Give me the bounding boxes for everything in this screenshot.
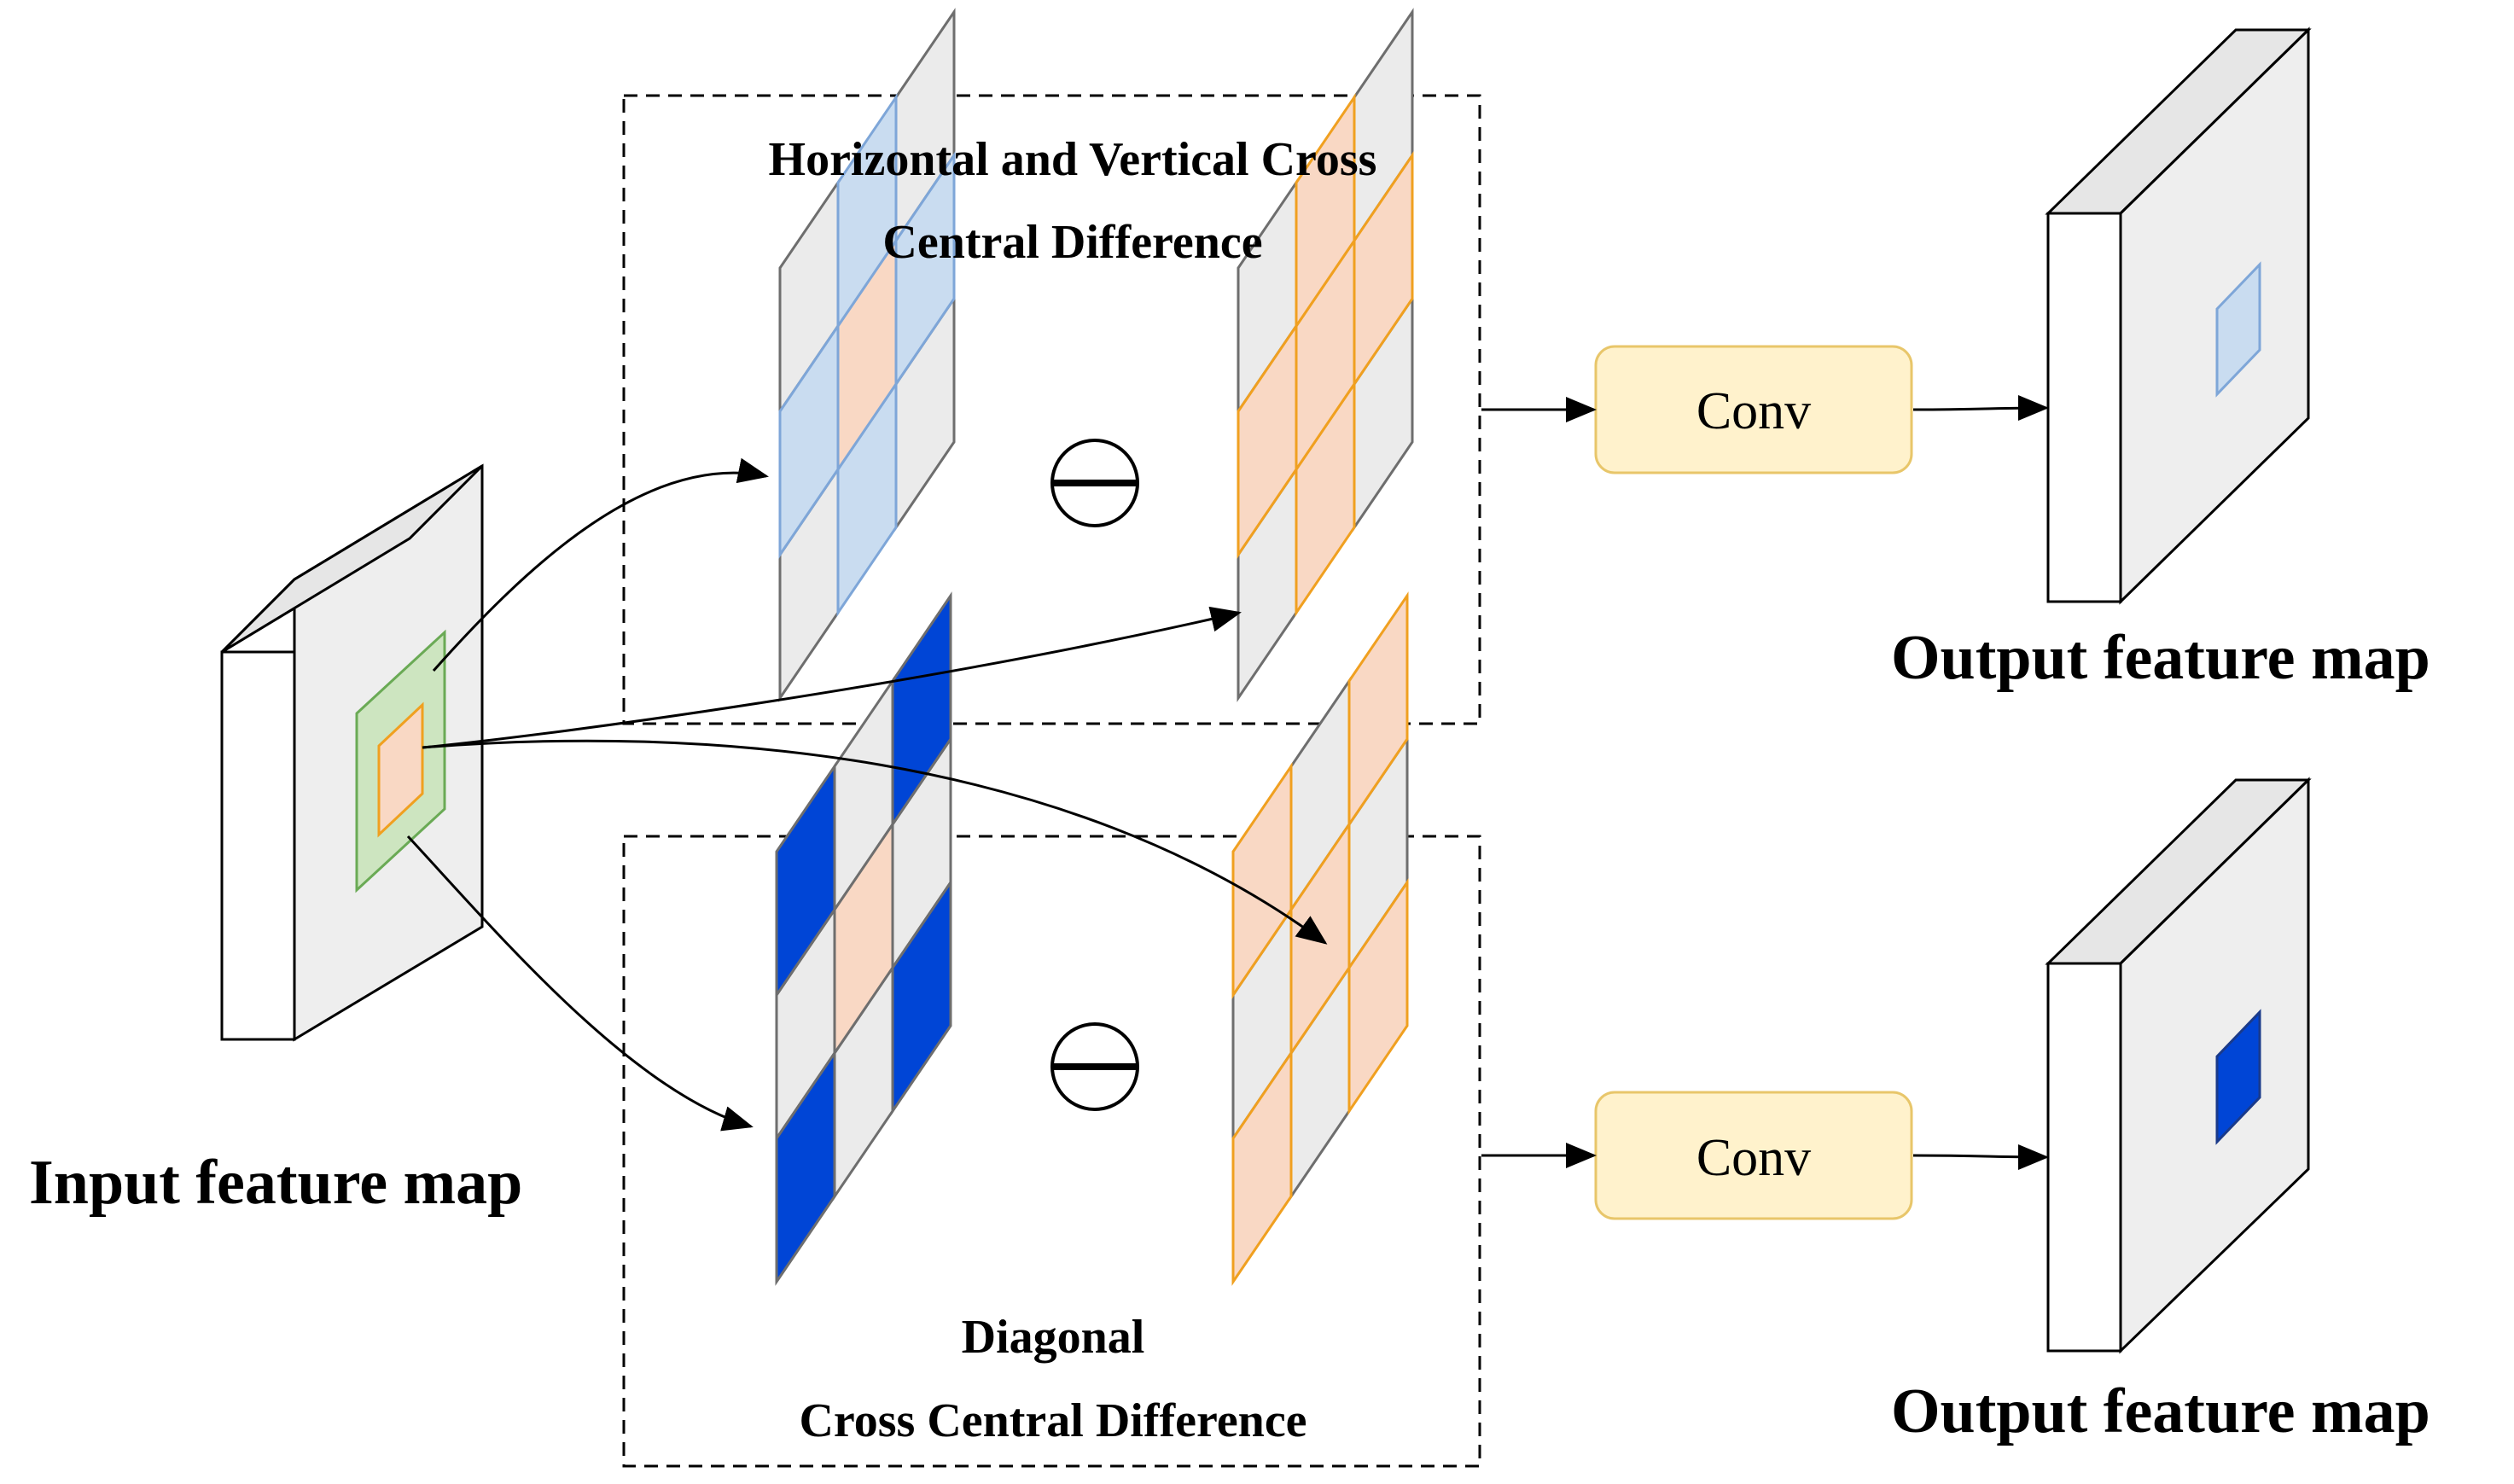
conv-label-bottom: Conv: [1696, 1129, 1811, 1187]
grid-bottom-right: [1231, 591, 1409, 1286]
grid-bottom-left-cell-2: [891, 591, 952, 829]
input-slab-top-face: [220, 464, 484, 654]
bottom-block-title-line1: Diagonal: [962, 1311, 1145, 1364]
conv-label-top: Conv: [1696, 382, 1811, 440]
input-slab-front: [220, 650, 296, 1041]
grid-top-left-cell-1: [836, 93, 898, 330]
output-bottom-slab-front: [2046, 962, 2122, 1353]
arrow-to-top-right-grid: [422, 606, 1242, 749]
grid-bottom-left-cell-0: [775, 762, 836, 999]
grid-bottom-right-cell-0: [1231, 762, 1293, 999]
arrow-bottom-conv-to-output: [1912, 1144, 2049, 1170]
input-feature-map-label: Input feature map: [29, 1148, 522, 1218]
top-block-title-line2: Central Difference: [882, 216, 1262, 269]
grid-top-left: [778, 8, 956, 702]
output-bottom-patch: [2215, 1009, 2261, 1145]
grid-top-right: [1237, 8, 1414, 702]
arrow-to-bottom-left-grid: [406, 835, 754, 1132]
output-feature-map-label-top: Output feature map: [1891, 623, 2430, 693]
grid-top-right-cell-1: [1295, 93, 1356, 330]
output-feature-map-top: [2045, 26, 2312, 605]
output-feature-map-bottom: [2045, 777, 2312, 1354]
minus-operator-bottom: [1050, 1022, 1139, 1111]
grid-top-right-cell-5: [1353, 151, 1414, 388]
bottom-block-title-line2: Cross Central Difference: [799, 1394, 1306, 1447]
output-feature-map-label-bottom: Output feature map: [1891, 1376, 2430, 1446]
conv-box-bottom: Conv: [1594, 1091, 1913, 1220]
conv-box-top: Conv: [1594, 345, 1913, 474]
top-group-box: [622, 94, 1481, 725]
arrows: [406, 395, 2049, 1170]
arrow-top-conv-to-output: [1912, 395, 2049, 422]
arrow-to-bottom-right-grid: [422, 739, 1328, 945]
grid-bottom-left: [775, 591, 952, 1286]
minus-operator-top: [1050, 439, 1139, 527]
grid-bottom-right-cell-2: [1347, 591, 1409, 829]
grid-bottom-right-cell-8: [1347, 878, 1409, 1115]
grid-bottom-left-cell-8: [891, 878, 952, 1115]
input-center-orange: [377, 701, 424, 838]
arrow-to-top-left-grid: [432, 457, 769, 672]
top-block-title-line1: Horizontal and Vertical Cross: [769, 133, 1377, 186]
input-feature-map: [220, 463, 484, 1042]
output-top-slab-front: [2046, 212, 2122, 603]
grid-top-left-cell-5: [894, 151, 956, 388]
output-top-patch: [2215, 261, 2261, 398]
bottom-group-box: [622, 835, 1481, 1468]
